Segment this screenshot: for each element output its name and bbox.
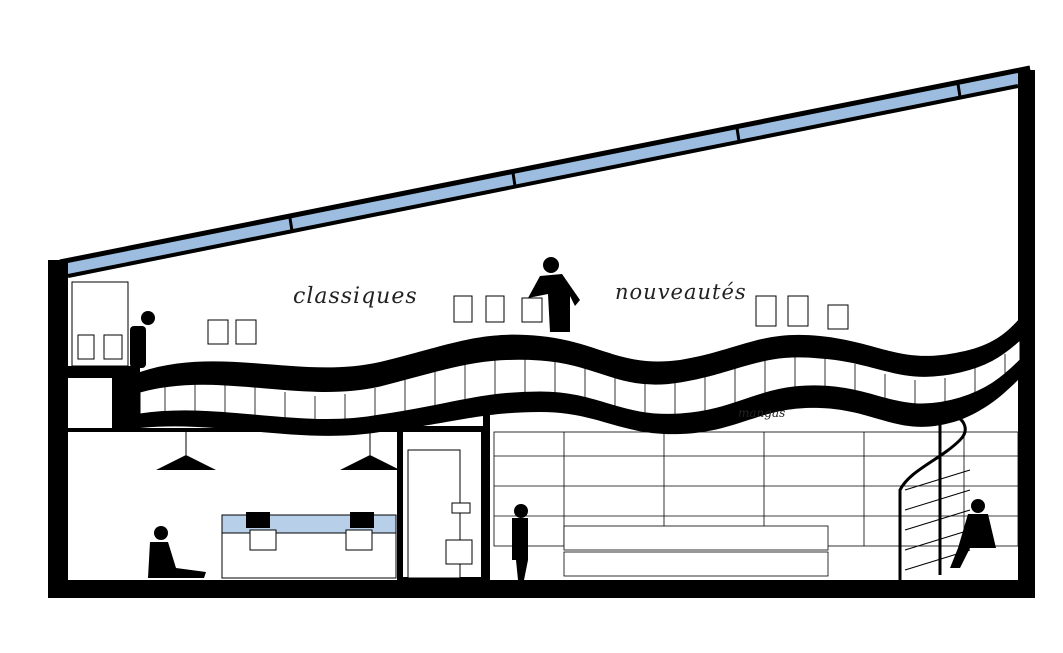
reception-desk xyxy=(221,512,397,579)
display-stands xyxy=(71,281,849,367)
mangas-shelves xyxy=(493,431,1019,577)
label-classiques: classiques xyxy=(293,284,418,309)
walls xyxy=(48,70,1035,598)
door-frame xyxy=(397,426,487,583)
spiral-staircase xyxy=(898,412,971,580)
pendant-lamps xyxy=(156,432,400,470)
mezzanine-wave xyxy=(139,318,1021,436)
roof xyxy=(59,65,1031,278)
label-nouveautes: nouveautés xyxy=(615,280,747,304)
label-mangas: mangas xyxy=(738,406,786,420)
people-silhouettes xyxy=(130,257,996,580)
